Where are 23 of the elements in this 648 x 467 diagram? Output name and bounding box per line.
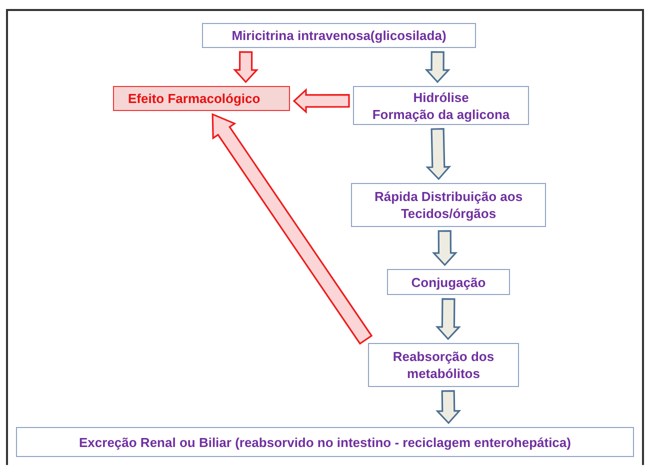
- node-text: Hidrólise: [413, 88, 469, 106]
- process-box: [368, 343, 519, 387]
- node-text: Excreção Renal ou Biliar (reabsorvido no intestino - reciclagem enterohepática): [79, 434, 571, 450]
- node-text: Efeito Farmacológico: [128, 90, 260, 107]
- process-box: [353, 86, 529, 125]
- block-arrow: [426, 128, 452, 180]
- block-arrow: [432, 230, 458, 266]
- process-box: [16, 427, 634, 457]
- block-arrow: [435, 298, 462, 340]
- block-arrow: [424, 51, 450, 84]
- block-arrow: [232, 51, 259, 84]
- node-text: Formação da aglicona: [372, 106, 510, 122]
- node-text: Conjugação: [411, 274, 486, 290]
- node-text: Rápida Distribuição aos Tecidos/órgãos: [373, 188, 524, 222]
- process-box: [387, 269, 510, 295]
- block-arrow: [212, 113, 373, 345]
- process-box: [351, 183, 546, 227]
- block-arrow: [292, 88, 350, 114]
- node-text: Reabsorção dos metabólitos: [392, 348, 496, 382]
- highlighted-box: [113, 86, 290, 111]
- process-box: [202, 23, 476, 48]
- node-text: Miricitrina intravenosa(glicosilada): [232, 27, 446, 44]
- block-arrow: [436, 390, 462, 424]
